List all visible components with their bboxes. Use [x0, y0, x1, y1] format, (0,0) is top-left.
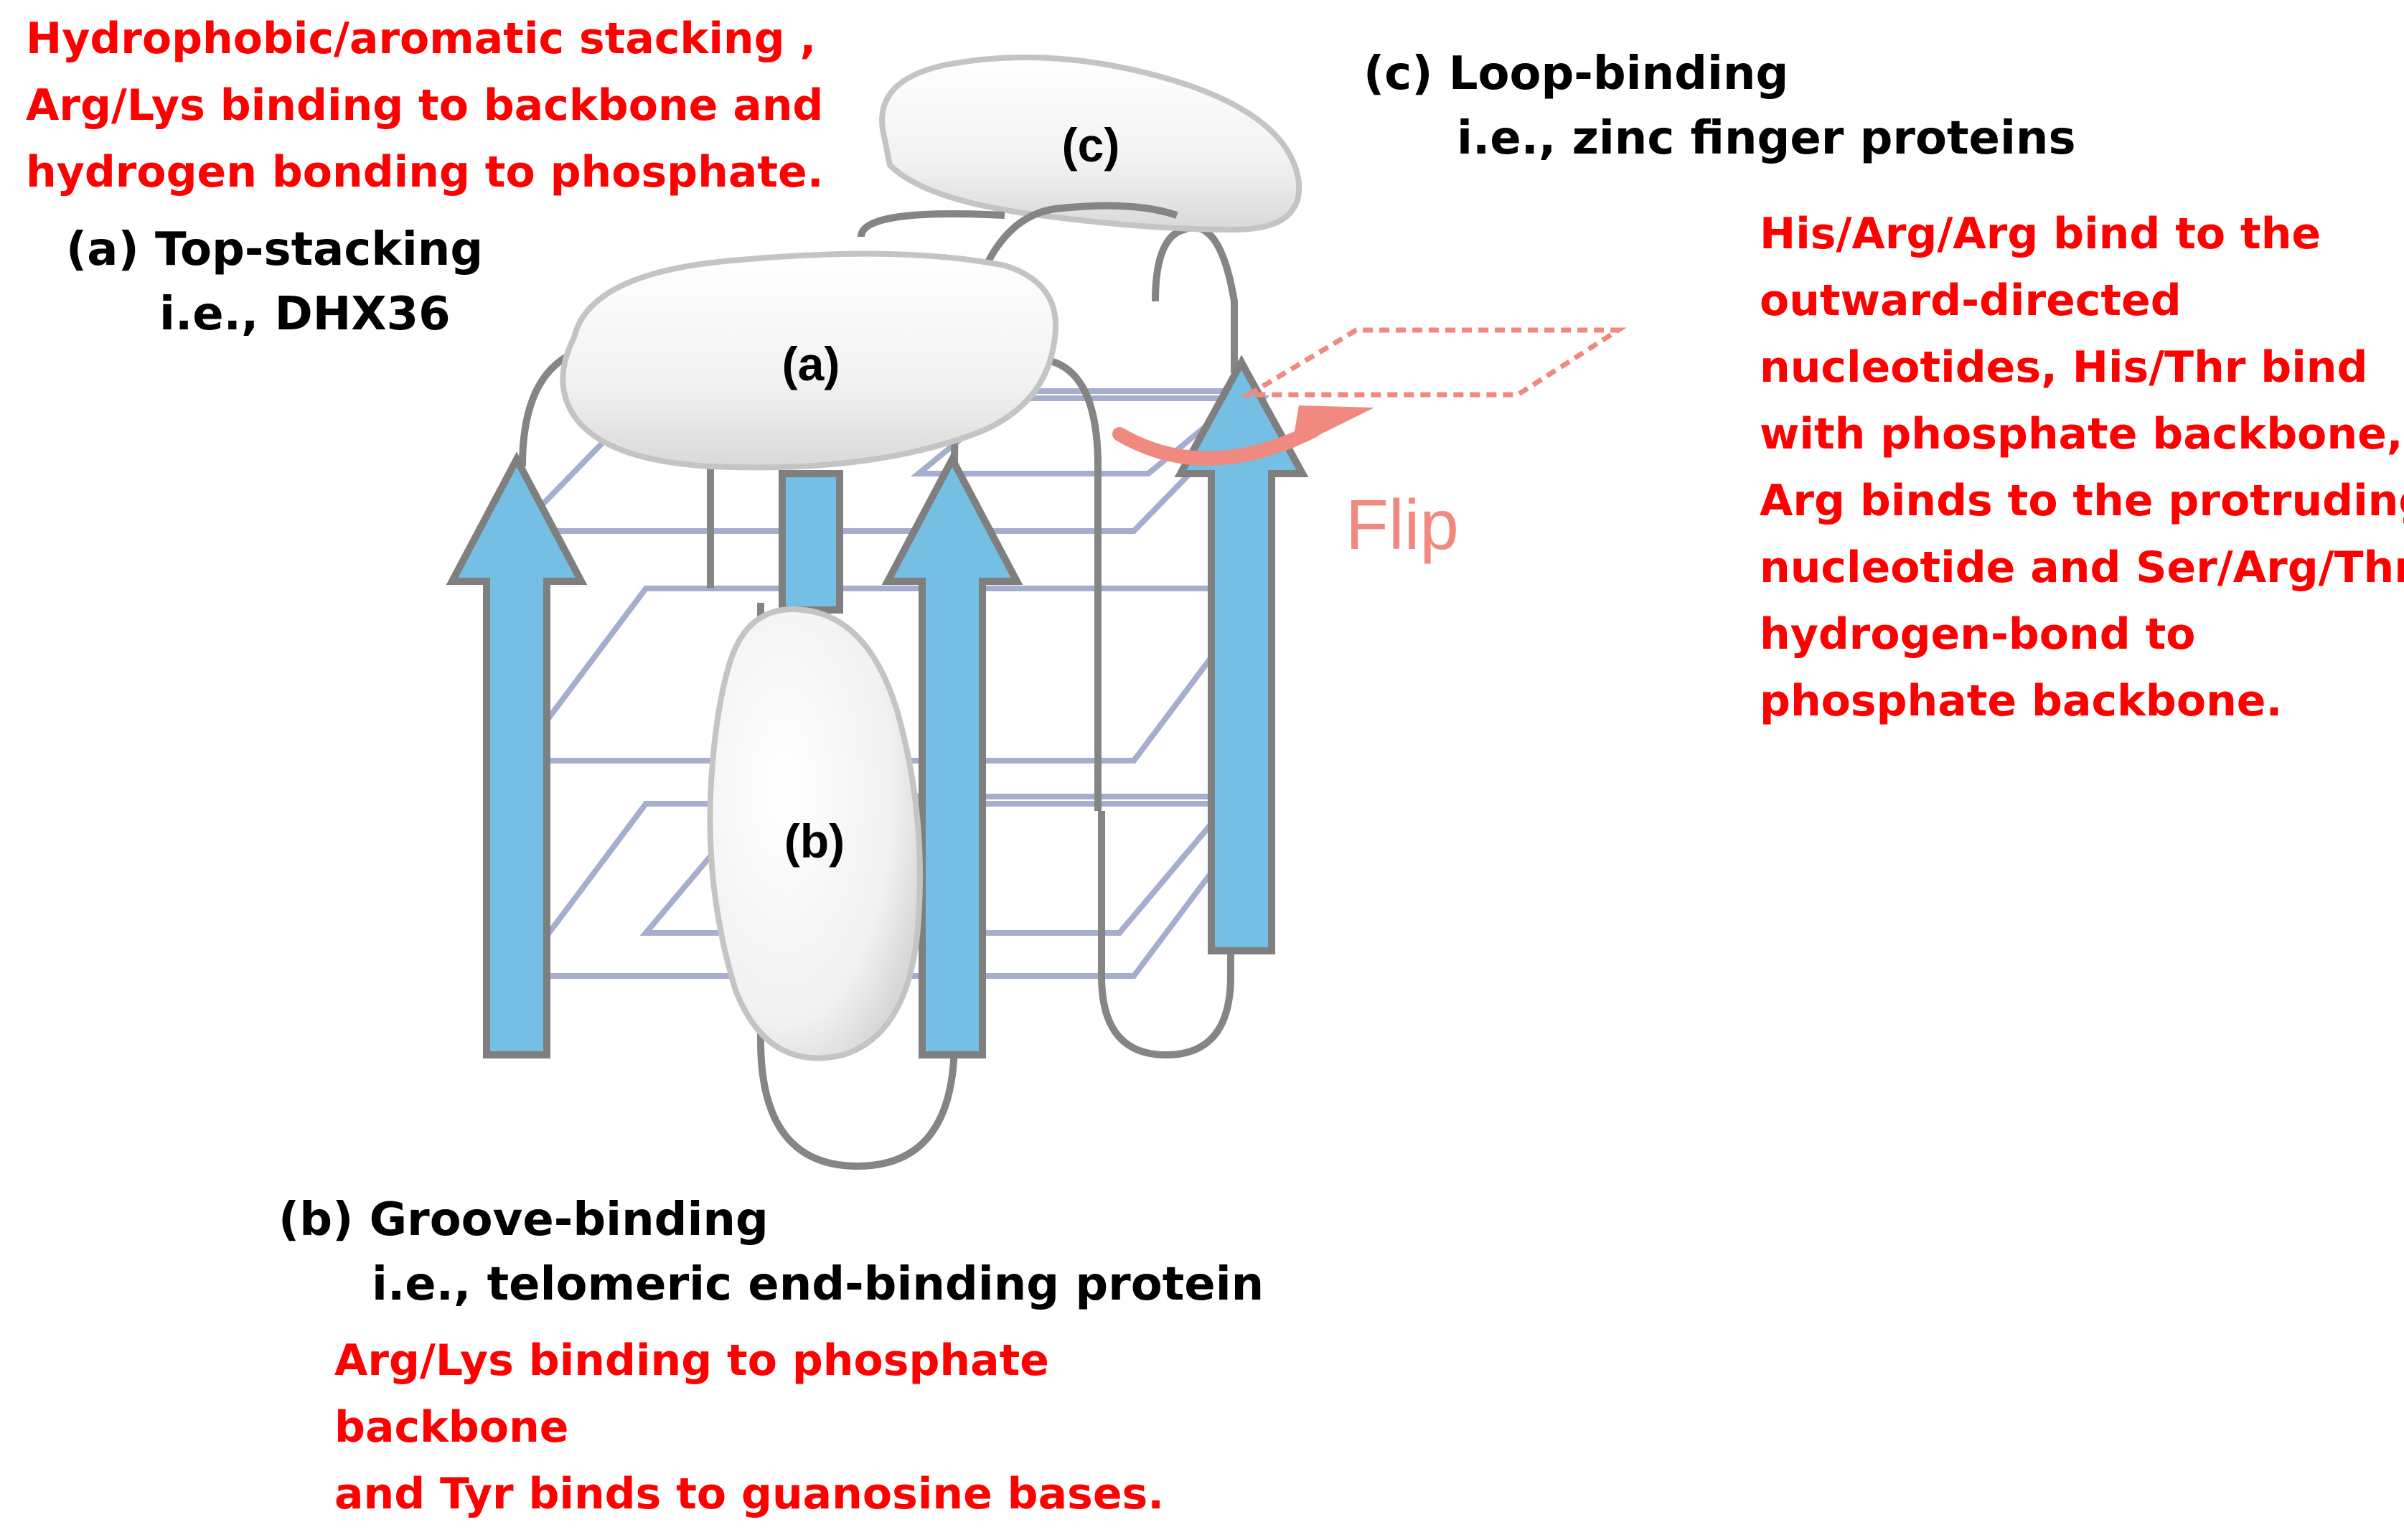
loop-binding-description-line: hydrogen-bond to — [1760, 609, 2196, 659]
loop — [757, 603, 958, 1170]
loop-binding-description-line: His/Arg/Arg bind to the — [1760, 209, 2321, 259]
loop-binding-title: (c) Loop-binding — [1363, 47, 1789, 100]
loop — [1098, 811, 1234, 1059]
flip-arrowhead — [1292, 405, 1374, 449]
protein-b — [707, 606, 923, 1061]
strand-arrow — [1174, 355, 1309, 954]
top-stacking-example: i.e., DHX36 — [159, 288, 451, 341]
loop-binding-description-line: nucleotide and Ser/Arg/Thr — [1760, 543, 2404, 593]
groove-binding-description-line: backbone — [334, 1402, 569, 1452]
flip-label: Flip — [1346, 485, 1459, 564]
loop — [1152, 224, 1238, 373]
protein-a — [560, 250, 1059, 471]
strand-arrow — [881, 451, 1023, 1058]
groove-binding-heading: (b) Groove-binding i.e., telomeric end-b… — [278, 1188, 1264, 1317]
groove-binding-description: Arg/Lys binding to phosphate backbone an… — [334, 1328, 1164, 1528]
groove-binding-description-line: Arg/Lys binding to phosphate — [334, 1335, 1049, 1386]
loop-binding-description-line: with phosphate backbone, — [1760, 409, 2403, 459]
loop — [858, 210, 1005, 238]
flip-arrow-arc — [1112, 423, 1320, 466]
loop-binding-heading: (c) Loop-binding i.e., zinc finger prote… — [1363, 42, 2076, 171]
protein-b-label: (b) — [784, 814, 845, 868]
top-stacking-title: (a) Top-stacking — [66, 223, 484, 276]
groove-binding-description-line: and Tyr binds to guanosine bases. — [334, 1469, 1165, 1519]
protein-c-label: (c) — [1062, 118, 1120, 172]
loop-binding-description-line: outward-directed — [1760, 276, 2182, 326]
loop-binding-description: His/Arg/Arg bind to the outward-directed… — [1760, 201, 2404, 735]
g-strands — [446, 355, 1309, 1058]
loop-binding-description-line: nucleotides, His/Thr bind — [1760, 342, 2368, 393]
top-stacking-description-line: Arg/Lys binding to backbone and — [26, 80, 824, 131]
protein-a-label: (a) — [782, 337, 840, 390]
top-stacking-heading: (a) Top-stacking i.e., DHX36 — [66, 217, 483, 347]
top-stacking-description-line: Hydrophobic/aromatic stacking , — [26, 14, 817, 64]
loop-binding-example: i.e., zinc finger proteins — [1457, 112, 2076, 165]
top-stacking-description-line: hydrogen bonding to phosphate. — [26, 147, 824, 197]
strand-arrow — [446, 451, 588, 1058]
back-strand — [779, 470, 843, 614]
loop-binding-description-line: phosphate backbone. — [1760, 676, 2283, 726]
groove-binding-example: i.e., telomeric end-binding protein — [372, 1258, 1264, 1311]
loop-binding-description-line: Arg binds to the protruding — [1760, 476, 2404, 526]
groove-binding-title: (b) Groove-binding — [278, 1193, 769, 1246]
flipped-nucleotide — [1239, 327, 1627, 398]
top-stacking-description: Hydrophobic/aromatic stacking , Arg/Lys … — [26, 6, 824, 206]
